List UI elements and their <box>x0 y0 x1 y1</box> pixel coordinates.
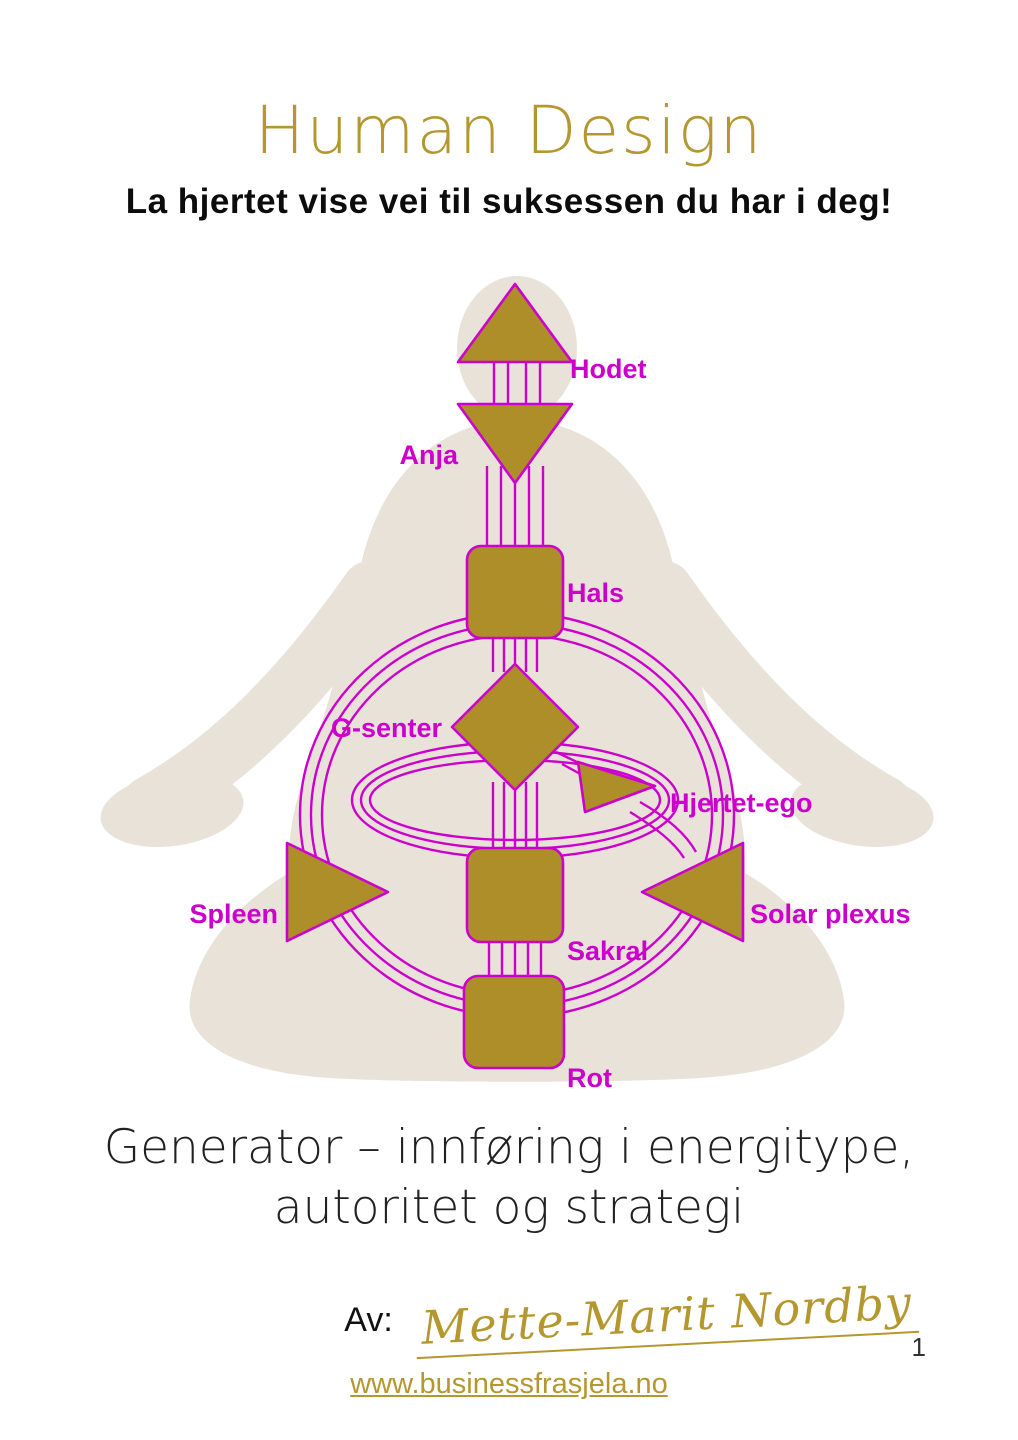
bodygraph-labels: Hodet Anja Hals G-senter Hjertet-ego Spl… <box>189 354 910 1093</box>
sacral-center-shape <box>465 846 565 944</box>
label-spleen: Spleen <box>189 899 278 929</box>
solar-center-shape <box>640 841 745 943</box>
label-g-center: G-senter <box>331 713 443 743</box>
website-link[interactable]: www.businessfrasjela.no <box>350 1368 668 1400</box>
head-center-shape <box>456 282 574 364</box>
label-root: Rot <box>567 1063 612 1093</box>
label-throat: Hals <box>567 578 624 608</box>
page-subtitle: La hjertet vise vei til suksessen du har… <box>125 182 893 221</box>
root-center-shape <box>462 974 566 1070</box>
label-ajna: Anja <box>399 440 458 470</box>
g-center-shape <box>450 662 580 792</box>
document-heading: Generator – innføring i energitype, auto… <box>0 1118 1018 1238</box>
label-sacral: Sakral <box>567 936 648 966</box>
website-row: www.businessfrasjela.no <box>0 1368 1018 1401</box>
heart-center-shape <box>576 760 657 814</box>
spleen-center-shape <box>285 841 390 943</box>
byline: Av: Mette-Marit Nordby <box>344 1274 920 1360</box>
bodygraph-centers <box>285 282 745 1070</box>
throat-center-shape <box>465 544 565 640</box>
heading-line-2: autoritet og strategi <box>273 1180 745 1236</box>
label-head: Hodet <box>570 354 647 384</box>
page-number: 1 <box>911 1332 926 1362</box>
ajna-center-shape <box>456 402 574 485</box>
heading-line-1: Generator – innføring i energitype, <box>103 1120 915 1175</box>
label-heart: Hjertet-ego <box>670 788 813 818</box>
label-solar: Solar plexus <box>750 899 911 929</box>
page-title: Human Design <box>254 92 764 169</box>
meditating-silhouette <box>100 276 934 1082</box>
byline-label: Av: <box>344 1301 393 1339</box>
